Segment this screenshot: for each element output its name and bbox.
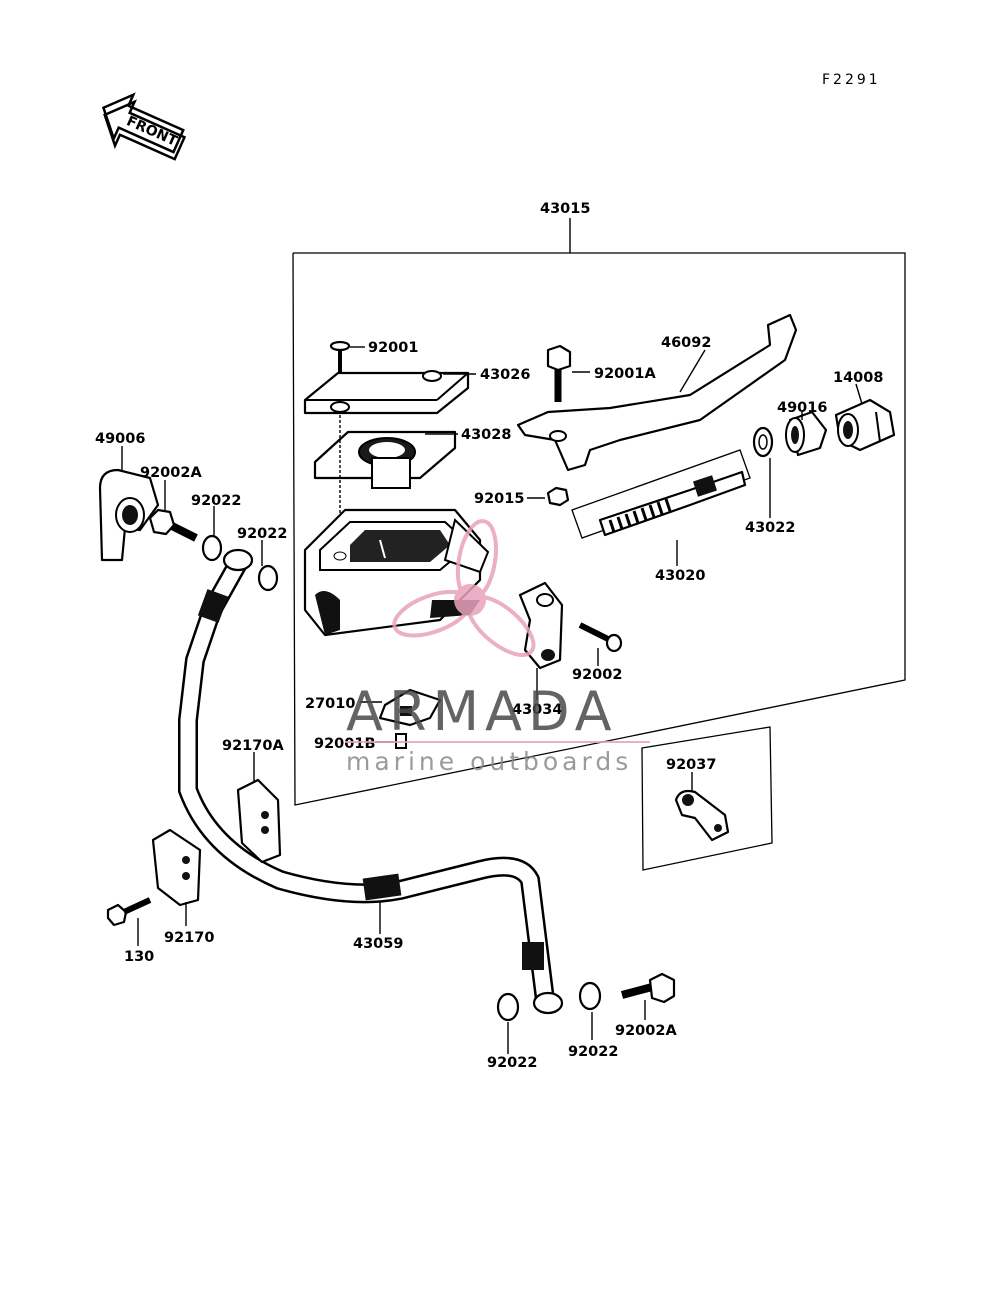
front-arrow-icon: FRONT <box>101 92 187 161</box>
banjo-bolt-top-icon <box>148 508 198 542</box>
clamp-bolt-icon <box>578 622 623 653</box>
brake-hose-icon <box>178 548 564 1015</box>
label-92022-d: 92022 <box>568 1044 618 1060</box>
label-92037: 92037 <box>666 757 716 773</box>
label-92022-b: 92022 <box>237 526 287 542</box>
label-92002A-bottom: 92002A <box>615 1023 677 1039</box>
label-49016: 49016 <box>777 400 827 416</box>
label-92001: 92001 <box>368 340 418 356</box>
label-130: 130 <box>124 949 154 965</box>
label-92170A: 92170A <box>222 738 284 754</box>
copper-washer-d-icon <box>578 981 602 1011</box>
copper-washer-a-icon <box>201 534 223 562</box>
dust-boot-icon <box>785 410 828 457</box>
label-27010: 27010 <box>305 696 355 712</box>
copper-washer-b-icon <box>257 564 279 592</box>
master-cylinder-body-icon <box>303 508 490 637</box>
clamp-bracket-icon <box>518 581 564 670</box>
assembly-outline <box>292 252 906 806</box>
brake-lever-icon <box>516 313 798 472</box>
reservoir-cap-icon <box>303 370 470 415</box>
label-92170: 92170 <box>164 930 214 946</box>
accessory-outline <box>641 726 773 871</box>
label-92001B: 92001B <box>314 736 376 752</box>
brake-switch-icon <box>378 688 442 727</box>
diagram-code: F2291 <box>822 72 881 88</box>
hose-clamp-a-icon <box>236 778 282 864</box>
copper-washer-c-icon <box>496 992 520 1022</box>
label-43015: 43015 <box>540 201 590 217</box>
label-43020: 43020 <box>655 568 705 584</box>
watermark-tagline: marine outboards <box>346 747 632 776</box>
piston-assembly-icon <box>598 470 747 537</box>
label-92015: 92015 <box>474 491 524 507</box>
cap-screw-icon <box>329 340 351 372</box>
label-43034: 43034 <box>512 702 562 718</box>
label-14008: 14008 <box>833 370 883 386</box>
piston-outline <box>571 449 751 539</box>
watermark-brand: ARMADA <box>346 680 618 743</box>
label-92001A: 92001A <box>594 366 656 382</box>
label-43026: 43026 <box>480 367 530 383</box>
pivot-nut-icon <box>546 486 570 507</box>
watermark-logo-icon <box>392 519 536 657</box>
piston-washer-icon <box>752 426 774 458</box>
hose-clamp-b-icon <box>151 828 202 907</box>
label-49006: 49006 <box>95 431 145 447</box>
label-43059: 43059 <box>353 936 403 952</box>
label-43022: 43022 <box>745 520 795 536</box>
pivot-bolt-icon <box>546 344 572 402</box>
lever-cover-icon <box>834 398 896 452</box>
label-43028: 43028 <box>461 427 511 443</box>
mirror-bracket-icon <box>674 789 730 842</box>
clamp-bolt-130-icon <box>106 897 152 927</box>
diaphragm-icon <box>313 430 457 489</box>
label-46092: 46092 <box>661 335 711 351</box>
watermark: ARMADA marine outboards <box>345 519 650 776</box>
label-92022-c: 92022 <box>487 1055 537 1071</box>
label-92002A-top: 92002A <box>140 465 202 481</box>
banjo-bolt-bottom-icon <box>620 972 676 1004</box>
label-92002: 92002 <box>572 667 622 683</box>
label-92022-a: 92022 <box>191 493 241 509</box>
banjo-cover-icon <box>98 468 160 562</box>
